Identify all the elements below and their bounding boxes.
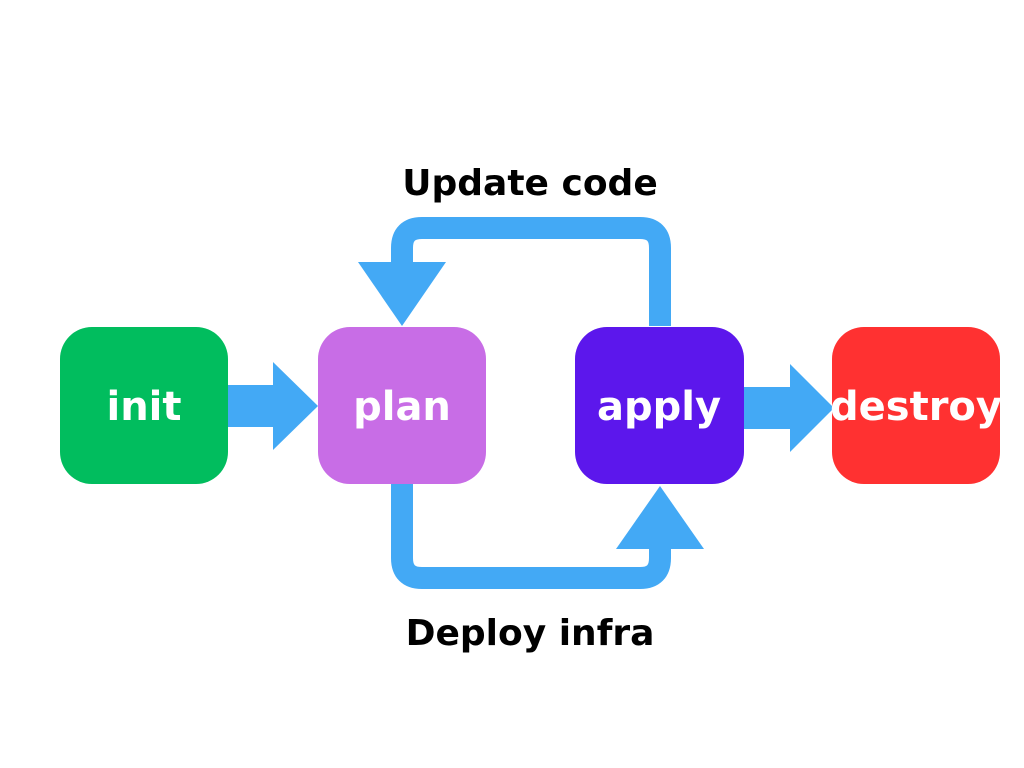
node-init: init [60,327,228,484]
edge-label-deploy-infra: Deploy infra [406,613,655,654]
node-apply-label: apply [597,384,721,430]
arrow-apply-to-destroy [742,364,834,452]
node-destroy: destroy [830,327,1002,484]
edge-label-update-code: Update code [402,163,657,204]
node-init-label: init [106,384,181,430]
node-destroy-label: destroy [830,384,1002,430]
node-plan-label: plan [353,384,451,430]
loop-arrow-update-code [358,217,671,326]
loop-arrow-deploy-infra [391,484,704,589]
node-plan: plan [318,327,486,484]
node-apply: apply [575,327,744,484]
arrow-init-to-plan [228,362,318,450]
